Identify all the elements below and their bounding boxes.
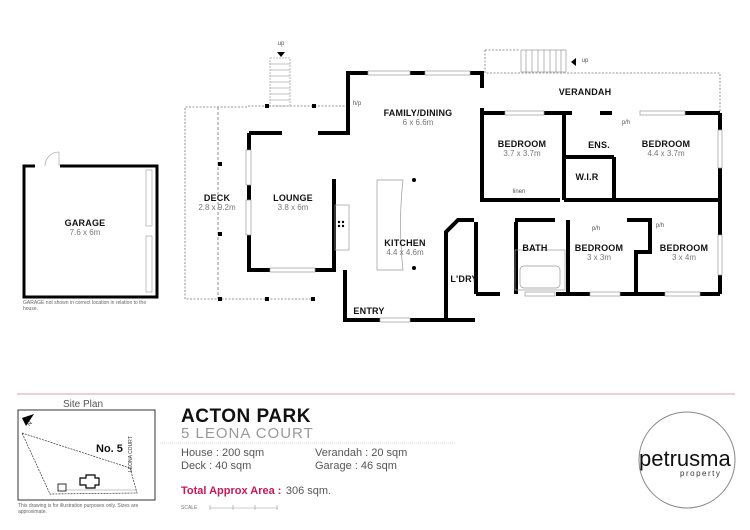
ph-label: p/h (591, 226, 601, 232)
room-dims: 3 x 4m (671, 253, 696, 262)
room-dims: 3 x 3m (586, 253, 611, 262)
site-plan-title: Site Plan (63, 399, 104, 410)
verandah-stairs (520, 49, 567, 73)
room-wir: W.I.R (575, 172, 599, 182)
stairs-left (269, 57, 291, 107)
logo-tagline: property (680, 469, 722, 478)
room-name: GARAGE (64, 218, 106, 228)
room-name: DECK (203, 193, 231, 203)
north-arrow-icon (22, 414, 34, 426)
verandah-outline (484, 49, 721, 113)
up-label: up (277, 41, 285, 47)
street-name: LEONA COURT (128, 436, 134, 472)
room-name: FAMILY/DINING (383, 108, 453, 118)
deck-area: Deck : 40 sqm (181, 460, 252, 472)
room-name: BEDROOM (497, 139, 547, 149)
total-label: Total Approx Area : (181, 485, 282, 497)
total-area: Total Approx Area : 306 sqm. (181, 481, 331, 499)
site-plan-box (17, 409, 156, 501)
room-name: KITCHEN (384, 238, 426, 248)
ph-label: p/h (655, 223, 665, 229)
room-laundry: L'DRY (450, 274, 478, 284)
room-dims: 4.4 x 4.6m (386, 248, 424, 257)
up-label: up (581, 58, 589, 64)
house-walls (247, 71, 722, 322)
lot-number: No. 5 (96, 443, 123, 455)
garage-note: GARAGE not shown in correct location in … (23, 300, 147, 312)
room-dims: 3.8 x 6m (277, 203, 309, 212)
logo-name: petrusma (639, 446, 731, 471)
room-name: BEDROOM (659, 243, 709, 253)
windows (245, 70, 723, 323)
room-dims: 7.6 x 6m (69, 228, 101, 237)
room-name: BEDROOM (574, 243, 624, 253)
disclaimer: This drawing is for illustration purpose… (18, 503, 139, 515)
logo-circle (638, 411, 736, 509)
room-dims: 3.7 x 3.7m (503, 149, 541, 158)
scale-bar (209, 505, 278, 510)
room-verandah: VERANDAH (558, 87, 612, 97)
deck-outline (184, 105, 345, 300)
total-value: 306 sqm. (285, 485, 332, 497)
verandah-area: Verandah : 20 sqm (315, 447, 408, 459)
room-name: LOUNGE (273, 193, 313, 203)
room-dims: 6 x 6.6m (402, 118, 434, 127)
room-ensuite: ENS. (588, 140, 610, 150)
room-dims: 4.4 x 3.7m (647, 149, 685, 158)
linen-label: linen (512, 189, 526, 195)
ph-label: p/h (621, 120, 631, 126)
room-dims: 2.8 x 9.2m (198, 203, 236, 212)
property-address: 5 LEONA COURT (181, 425, 314, 442)
room-bath: BATH (522, 243, 548, 253)
garage-area: Garage : 46 sqm (315, 460, 397, 472)
house-area: House : 200 sqm (181, 447, 265, 459)
kitchen-fixtures (334, 179, 566, 291)
site-boundary (21, 432, 138, 495)
hp-label: h/p (352, 101, 362, 107)
deck-posts (218, 104, 316, 301)
site-buildings (57, 474, 137, 492)
garage-walls (22, 151, 159, 299)
property-title: ACTON PARK (181, 406, 311, 427)
room-name: BEDROOM (641, 139, 691, 149)
scale-label: SCALE (181, 505, 198, 511)
room-entry: ENTRY (353, 306, 385, 316)
